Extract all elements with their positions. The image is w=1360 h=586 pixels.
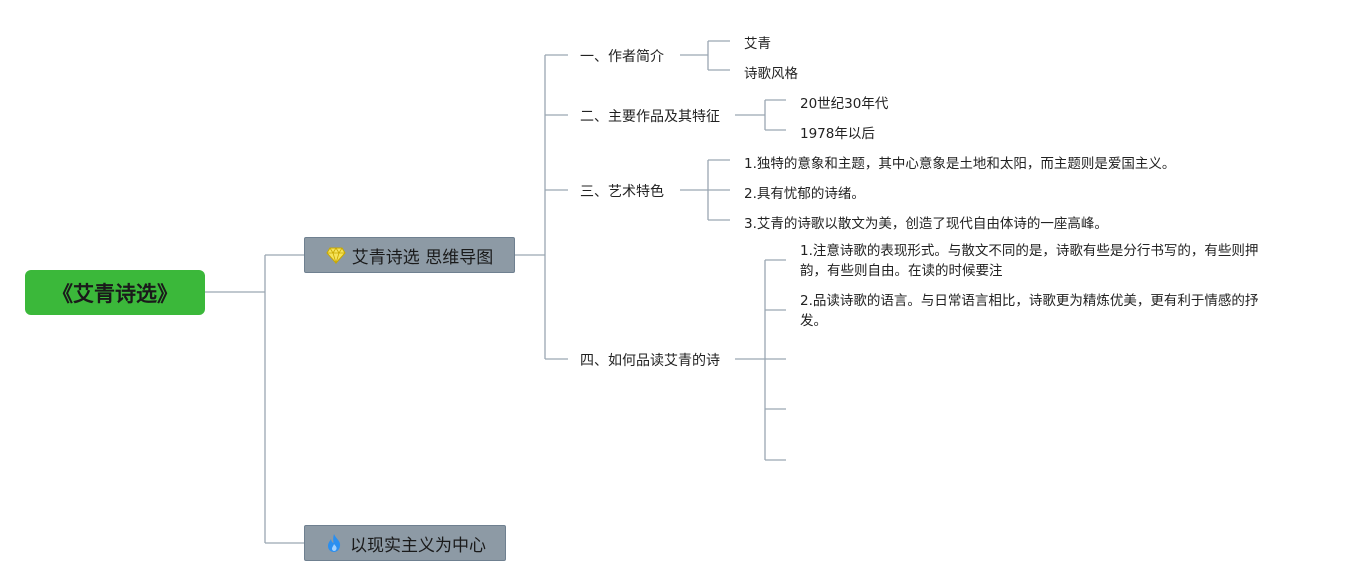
subtopic-main-works[interactable]: 二、主要作品及其特征: [580, 106, 720, 126]
subtopic-art-features[interactable]: 三、艺术特色: [580, 181, 664, 201]
leaf-after-1978[interactable]: 1978年以后: [800, 122, 875, 142]
leaf-art-feature-3[interactable]: 3.艾青的诗歌以散文为美，创造了现代自由体诗的一座高峰。: [744, 212, 1108, 232]
leaf-art-feature-1-label: 1.独特的意象和主题，其中心意象是土地和太阳，而主题则是爱国主义。: [744, 156, 1176, 172]
leaf-1930s-label: 20世纪30年代: [800, 96, 889, 112]
subtopic-main-works-label: 二、主要作品及其特征: [580, 109, 720, 125]
leaf-reading-tip-1-label: 1.注意诗歌的表现形式。与散文不同的是，诗歌有些是分行书写的，有些则押韵，有些则…: [800, 243, 1259, 279]
main-topic-mindmap[interactable]: 艾青诗选 思维导图: [304, 237, 515, 273]
subtopic-how-to-read-label: 四、如何品读艾青的诗: [580, 353, 720, 369]
leaf-poetry-style-label: 诗歌风格: [744, 66, 798, 82]
main-topic-mindmap-label: 艾青诗选 思维导图: [351, 247, 494, 268]
leaf-ai-qing-label: 艾青: [744, 36, 771, 52]
diamond-icon: [326, 245, 346, 265]
main-topic-realism-label: 以现实主义为中心: [350, 535, 486, 556]
leaf-reading-tip-1[interactable]: 1.注意诗歌的表现形式。与散文不同的是，诗歌有些是分行书写的，有些则押韵，有些则…: [800, 241, 1280, 281]
leaf-art-feature-3-label: 3.艾青的诗歌以散文为美，创造了现代自由体诗的一座高峰。: [744, 216, 1108, 232]
leaf-reading-tip-2-label: 2.品读诗歌的语言。与日常语言相比，诗歌更为精炼优美，更有利于情感的抒发。: [800, 293, 1259, 329]
subtopic-art-features-label: 三、艺术特色: [580, 184, 664, 200]
subtopic-how-to-read[interactable]: 四、如何品读艾青的诗: [580, 350, 720, 370]
leaf-reading-tip-2[interactable]: 2.品读诗歌的语言。与日常语言相比，诗歌更为精炼优美，更有利于情感的抒发。: [800, 291, 1280, 331]
leaf-ai-qing[interactable]: 艾青: [744, 32, 771, 52]
root-topic[interactable]: 《艾青诗选》: [25, 270, 205, 315]
subtopic-author-intro-label: 一、作者简介: [580, 49, 664, 65]
leaf-art-feature-2[interactable]: 2.具有忧郁的诗绪。: [744, 182, 865, 202]
leaf-art-feature-1[interactable]: 1.独特的意象和主题，其中心意象是土地和太阳，而主题则是爱国主义。: [744, 152, 1175, 172]
leaf-poetry-style[interactable]: 诗歌风格: [744, 62, 798, 82]
subtopic-author-intro[interactable]: 一、作者简介: [580, 46, 664, 66]
flame-icon: [324, 533, 344, 553]
leaf-after-1978-label: 1978年以后: [800, 126, 875, 142]
main-topic-realism[interactable]: 以现实主义为中心: [304, 525, 506, 561]
leaf-art-feature-2-label: 2.具有忧郁的诗绪。: [744, 186, 865, 202]
leaf-1930s[interactable]: 20世纪30年代: [800, 92, 888, 112]
root-topic-label: 《艾青诗选》: [52, 281, 178, 306]
